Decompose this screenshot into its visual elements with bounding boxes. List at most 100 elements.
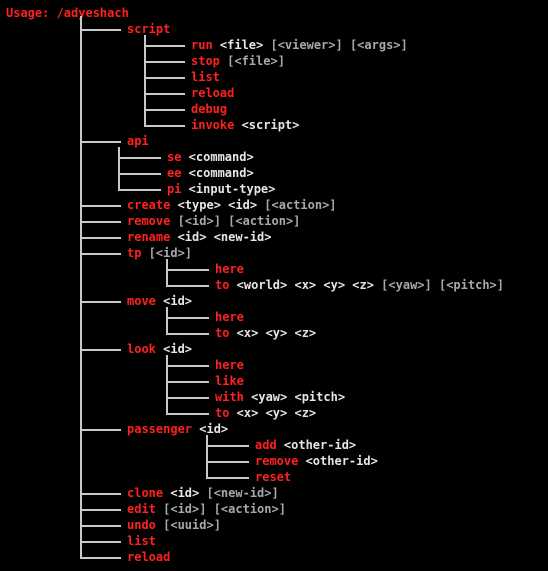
tree-branch-line xyxy=(118,173,161,175)
command-line: pi <input-type> xyxy=(167,181,275,197)
tree-branch-line xyxy=(80,29,121,31)
subcommand-name: passenger xyxy=(127,422,193,436)
tree-branch-line xyxy=(166,365,209,367)
required-argument: <id> xyxy=(155,294,193,308)
command-line: script xyxy=(127,21,170,37)
command-line: rename <id> <new-id> xyxy=(127,229,272,245)
subcommand-name: here xyxy=(215,310,244,324)
tree-branch-line xyxy=(118,157,161,159)
tree-trunk-line xyxy=(166,355,168,414)
command-line: look <id> xyxy=(127,341,192,357)
subcommand-name: like xyxy=(215,374,244,388)
command-line: stop [<file>] xyxy=(191,53,285,69)
required-argument: <command> xyxy=(181,150,254,164)
required-argument: <script> xyxy=(234,118,300,132)
subcommand-name: to xyxy=(215,326,230,340)
command-line: clone <id> [<new-id>] xyxy=(127,485,279,501)
tree-branch-line xyxy=(80,429,121,431)
subcommand-name: reset xyxy=(255,470,292,484)
tree-trunk-line xyxy=(144,35,146,126)
command-line: here xyxy=(215,261,244,277)
command-line: tp [<id>] xyxy=(127,245,192,261)
required-argument: <id> xyxy=(192,422,229,436)
tree-branch-line xyxy=(166,285,209,287)
tree-trunk-line xyxy=(118,147,120,190)
optional-argument: [<yaw>] [<pitch>] xyxy=(381,278,504,292)
tree-branch-line xyxy=(166,317,209,319)
optional-argument: [<id>] [<action>] xyxy=(170,214,301,228)
tree-branch-line xyxy=(80,541,121,543)
subcommand-name: run xyxy=(191,38,213,52)
command-line: passenger <id> xyxy=(127,421,228,437)
command-line: reload xyxy=(191,85,234,101)
tree-branch-line xyxy=(144,45,185,47)
command-line: run <file> [<viewer>] [<args>] xyxy=(191,37,408,53)
optional-argument: [<uuid>] xyxy=(155,518,221,532)
tree-branch-line xyxy=(166,397,209,399)
tree-branch-line xyxy=(80,205,121,207)
tree-branch-line xyxy=(80,557,121,559)
optional-argument: [<new-id>] xyxy=(206,486,279,500)
command-line: list xyxy=(191,69,220,85)
tree-branch-line xyxy=(206,445,249,447)
tree-branch-line xyxy=(80,525,121,527)
tree-trunk-line xyxy=(206,435,208,478)
tree-branch-line xyxy=(206,461,249,463)
command-line: remove [<id>] [<action>] xyxy=(127,213,300,229)
required-argument: <input-type> xyxy=(181,182,276,196)
tree-branch-line xyxy=(80,493,121,495)
usage-header: Usage: /adyeshach xyxy=(6,6,129,20)
subcommand-name: list xyxy=(127,534,156,548)
subcommand-name: script xyxy=(127,22,171,36)
command-line: like xyxy=(215,373,244,389)
subcommand-name: remove xyxy=(127,214,171,228)
subcommand-name: remove xyxy=(255,454,299,468)
tree-branch-line xyxy=(166,269,209,271)
subcommand-name: ee xyxy=(167,166,182,180)
command-line: list xyxy=(127,533,156,549)
optional-argument: [<id>] xyxy=(141,246,193,260)
tree-branch-line xyxy=(166,381,209,383)
optional-argument: [<viewer>] [<args>] xyxy=(270,38,408,52)
required-argument: <id> xyxy=(163,486,207,500)
optional-argument: [<id>] [<action>] xyxy=(155,502,286,516)
command-line: here xyxy=(215,357,244,373)
command-line: reset xyxy=(255,469,291,485)
required-argument: <file> xyxy=(212,38,271,52)
command-line: here xyxy=(215,309,244,325)
subcommand-name: reload xyxy=(191,86,235,100)
subcommand-name: se xyxy=(167,150,182,164)
subcommand-name: here xyxy=(215,262,244,276)
tree-trunk-line xyxy=(166,259,168,286)
tree-branch-line xyxy=(144,109,185,111)
tree-branch-line xyxy=(80,141,121,143)
tree-branch-line xyxy=(166,333,209,335)
subcommand-name: debug xyxy=(191,102,228,116)
subcommand-name: stop xyxy=(191,54,220,68)
required-argument: <yaw> <pitch> xyxy=(243,390,346,404)
command-line: api xyxy=(127,133,149,149)
tree-branch-line xyxy=(80,237,121,239)
subcommand-name: pi xyxy=(167,182,182,196)
subcommand-name: create xyxy=(127,198,171,212)
tree-branch-line xyxy=(80,253,121,255)
subcommand-name: with xyxy=(215,390,244,404)
command-line: to <x> <y> <z> xyxy=(215,325,316,341)
subcommand-name: tp xyxy=(127,246,142,260)
subcommand-name: list xyxy=(191,70,220,84)
subcommand-name: reload xyxy=(127,550,171,564)
tree-trunk-line xyxy=(166,307,168,334)
subcommand-name: add xyxy=(255,438,277,452)
tree-branch-line xyxy=(144,125,185,127)
command-line: move <id> xyxy=(127,293,192,309)
required-argument: <other-id> xyxy=(298,454,378,468)
subcommand-name: to xyxy=(215,406,230,420)
required-argument: <command> xyxy=(181,166,254,180)
command-line: ee <command> xyxy=(167,165,254,181)
command-line: add <other-id> xyxy=(255,437,356,453)
command-line: invoke <script> xyxy=(191,117,299,133)
command-line: debug xyxy=(191,101,227,117)
required-argument: <id> <new-id> xyxy=(170,230,272,244)
tree-branch-line xyxy=(166,413,209,415)
